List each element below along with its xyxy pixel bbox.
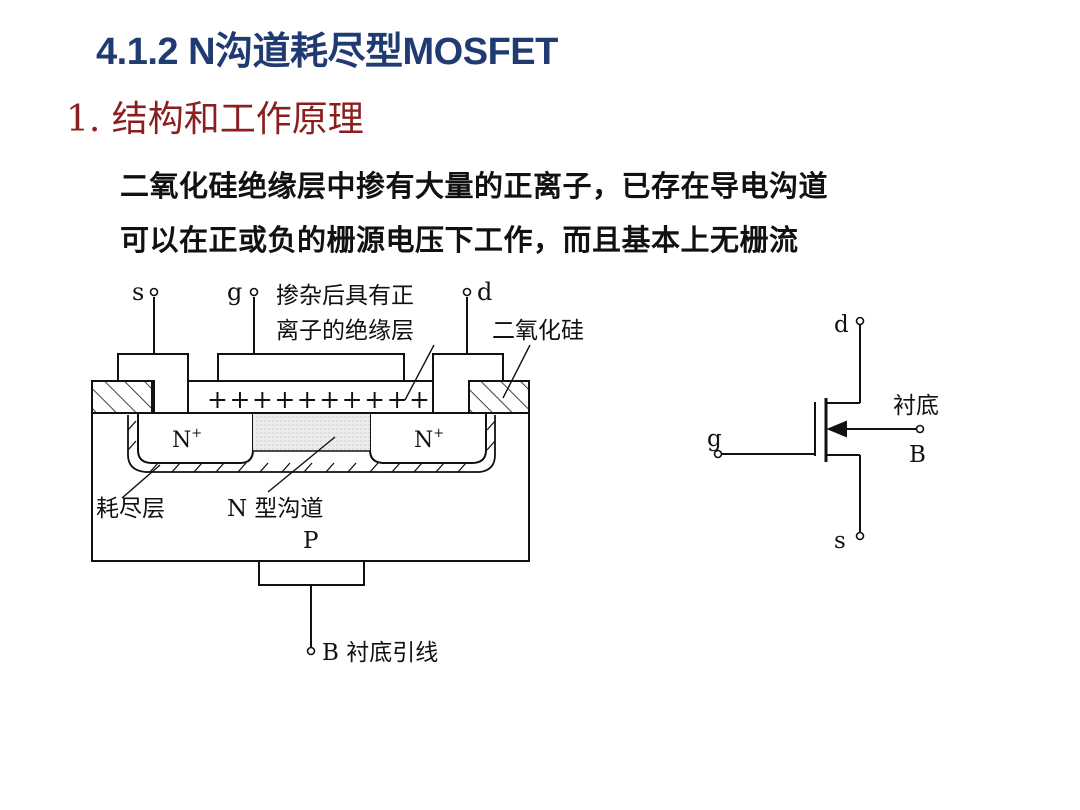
gate-electrode (217, 353, 405, 382)
doped-insulator-label-1: 掺杂后具有正 (276, 283, 414, 309)
description-line-2: 可以在正或负的栅源电压下工作，而且基本上无栅流 (120, 223, 799, 257)
sio2-callout-line (502, 344, 531, 399)
drain-terminal (462, 287, 472, 297)
symbol-drain-label: d (834, 312, 849, 338)
gate-label: g (227, 278, 242, 306)
doped-insulator-label-2: 离子的绝缘层 (276, 318, 414, 344)
sio2-label: 二氧化硅 (492, 318, 584, 344)
oxide-hatch-left (91, 380, 153, 414)
p-substrate-label: P (303, 528, 318, 554)
source-metal (117, 353, 189, 414)
insulator-callout-line (404, 344, 435, 401)
symbol-body-terminal (915, 424, 925, 434)
symbol-source-label: s (834, 528, 846, 554)
positive-ions: ++++++++++ (207, 385, 431, 414)
oxide-hatch-right (468, 380, 530, 414)
symbol-gate-label: g (707, 426, 722, 452)
n-plus-drain-label: N+ (414, 426, 444, 453)
n-plus-source (137, 412, 254, 464)
source-label: s (132, 278, 144, 306)
drain-metal (432, 353, 504, 414)
symbol-gate-terminal (713, 449, 723, 459)
symbol-body-terminal-label: B (909, 442, 926, 468)
symbol-drain-terminal (855, 316, 865, 326)
substrate-lead-label: B 衬底引线 (322, 640, 438, 666)
substrate-contact (258, 560, 365, 586)
symbol-source-terminal (855, 531, 865, 541)
depletion-layer (127, 415, 496, 473)
source-terminal (149, 287, 159, 297)
symbol-body-arrow (826, 420, 847, 438)
channel-callout-line (267, 436, 336, 493)
gate-terminal (249, 287, 259, 297)
depletion-callout-line (121, 464, 161, 499)
n-plus-source-label: N+ (172, 426, 202, 453)
description-line-1: 二氧化硅绝缘层中掺有大量的正离子，已存在导电沟道 (120, 169, 829, 203)
symbol-body-caption: 衬底 (893, 393, 939, 419)
mosfet-structure (91, 287, 531, 656)
substrate-terminal (306, 646, 316, 656)
mosfet-symbol (713, 316, 925, 541)
depletion-layer-label: 耗尽层 (96, 496, 165, 522)
n-channel (253, 413, 370, 451)
n-channel-label: N 型沟道 (227, 496, 323, 522)
drain-label: d (477, 278, 492, 306)
n-plus-drain (369, 412, 487, 464)
slide-title: 4.1.2 N沟道耗尽型MOSFET (96, 31, 558, 73)
section-heading: 1. 结构和工作原理 (66, 99, 364, 140)
